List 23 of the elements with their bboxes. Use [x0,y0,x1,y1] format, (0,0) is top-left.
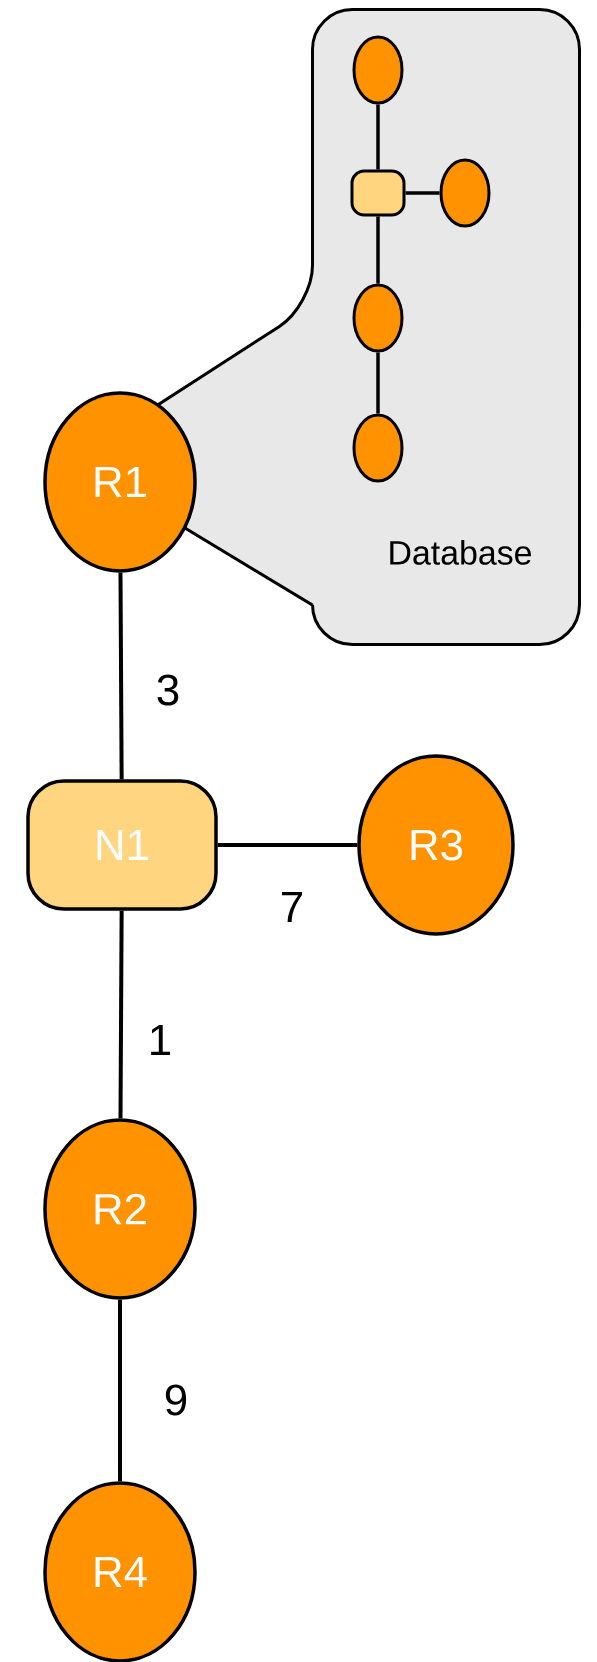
edge-label: 9 [165,1384,187,1416]
connector-line [376,216,380,284]
edge-label: 1 [151,1024,171,1056]
connector-line [118,572,124,780]
connector-line [376,104,380,170]
circle-node: R4 [43,1481,197,1662]
rounded-box [350,169,406,217]
circle-node: R2 [43,1118,197,1300]
connector-line [217,843,358,847]
circle-node [352,413,404,483]
circle-node [352,35,404,105]
rounded-box: N1 [26,779,218,911]
circle-node: R3 [357,754,515,936]
edge-label: 7 [282,891,302,923]
connector-line [118,910,124,1119]
connector-line [405,191,440,195]
circle-node [439,158,491,228]
circle-node [352,283,404,353]
connector-line [118,1299,122,1482]
edge-label: 3 [157,674,179,706]
connector-line [376,352,380,414]
callout-box: Database [148,8,581,646]
circle-node: R1 [43,391,197,573]
